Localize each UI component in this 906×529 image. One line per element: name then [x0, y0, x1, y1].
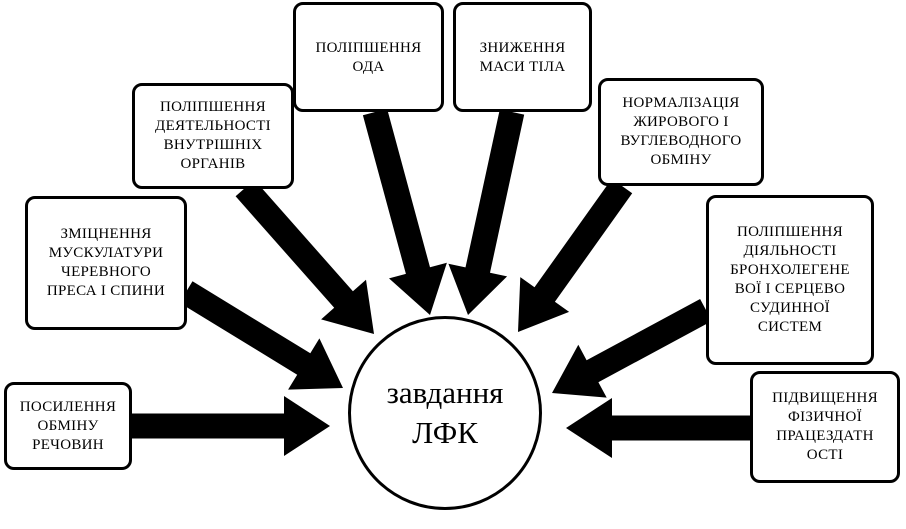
task-box-metabolism: ПОСИЛЕННЯ ОБМІНУ РЕЧОВИН: [4, 382, 132, 470]
task-box-weight: ЗНИЖЕННЯ МАСИ ТІЛА: [453, 2, 592, 112]
arrow-fat-carb: [518, 178, 633, 332]
arrow-capacity: [566, 398, 750, 458]
center-title-line2: ЛФК: [412, 415, 478, 450]
task-box-organs: ПОЛІПШЕННЯ ДЕЯТЕЛЬНОСТІ ВНУТРІШНІХ ОРГАН…: [132, 83, 294, 189]
task-box-oda: ПОЛІПШЕННЯ ОДА: [293, 2, 444, 112]
arrow-organs: [235, 179, 374, 334]
arrow-weight: [448, 109, 525, 316]
arrow-muscles: [179, 281, 343, 390]
arrow-broncho: [552, 299, 712, 398]
center-title-line1: завдання: [386, 375, 504, 410]
task-box-capacity: ПІДВИЩЕННЯ ФІЗИЧНОЇ ПРАЦЕЗДАТН ОСТІ: [750, 371, 900, 483]
task-box-fat-carb: НОРМАЛІЗАЦІЯ ЖИРОВОГО І ВУГЛЕВОДНОГО ОБМ…: [598, 78, 764, 186]
task-box-broncho: ПОЛІПШЕННЯ ДІЯЛЬНОСТІ БРОНХОЛЕГЕНЕ ВОЇ І…: [706, 195, 874, 365]
task-box-muscles: ЗМІЦНЕННЯ МУСКУЛАТУРИ ЧЕРЕВНОГО ПРЕСА І …: [25, 196, 187, 330]
arrow-oda: [362, 108, 447, 315]
arrow-metabolism: [132, 396, 330, 456]
center-circle: завдання ЛФК: [348, 316, 542, 510]
